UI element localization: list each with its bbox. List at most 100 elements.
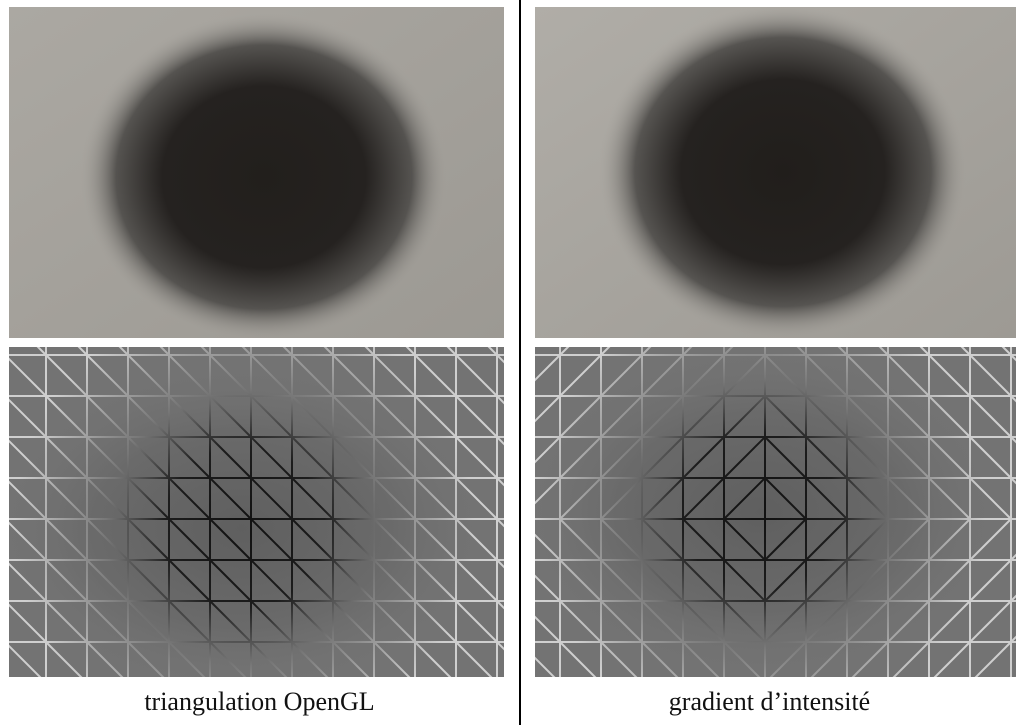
mesh-edge bbox=[682, 395, 725, 438]
mesh-edge bbox=[86, 354, 129, 397]
mesh-edge bbox=[496, 436, 504, 446]
mesh-edge bbox=[641, 600, 684, 643]
mesh-edge bbox=[878, 347, 889, 356]
mesh-edge bbox=[86, 477, 129, 520]
mesh-edge bbox=[535, 533, 561, 561]
mesh-edge bbox=[168, 436, 211, 479]
mesh-edge bbox=[168, 641, 206, 677]
mesh-edge bbox=[496, 641, 504, 651]
mesh-edge bbox=[487, 347, 498, 356]
mesh-edge bbox=[9, 398, 47, 438]
mesh-edge bbox=[414, 559, 457, 602]
mesh-edge bbox=[405, 347, 416, 356]
mesh-edge bbox=[969, 395, 1012, 438]
mesh-edge bbox=[641, 436, 684, 479]
mesh-edge bbox=[45, 559, 88, 602]
mesh-edge bbox=[892, 641, 930, 677]
mesh-edge bbox=[332, 559, 375, 602]
mesh-edge bbox=[764, 354, 807, 397]
mesh-edge bbox=[641, 395, 684, 438]
mesh-edge bbox=[455, 600, 498, 643]
mesh-edge bbox=[682, 600, 725, 643]
mesh-edge bbox=[332, 436, 375, 479]
caption-left: triangulation OpenGL bbox=[144, 687, 375, 716]
mesh-edge bbox=[535, 615, 561, 643]
mesh-edge bbox=[805, 477, 848, 520]
mesh-edge bbox=[127, 477, 170, 520]
mesh-edge bbox=[887, 477, 930, 520]
mesh-edge bbox=[209, 600, 252, 643]
mesh-edge bbox=[559, 395, 602, 438]
mesh-edge bbox=[414, 477, 457, 520]
mesh-edge bbox=[291, 436, 334, 479]
mesh-edge bbox=[496, 559, 504, 569]
mesh-edge bbox=[77, 347, 88, 356]
mesh-edge bbox=[496, 600, 504, 610]
mesh-edge bbox=[535, 436, 561, 464]
mesh-edge bbox=[559, 518, 602, 561]
mesh-edge bbox=[332, 518, 375, 561]
mesh-gradient-triangulation bbox=[535, 347, 1016, 677]
mesh-edge bbox=[928, 354, 971, 397]
blurred-spot-image-right bbox=[535, 7, 1016, 338]
mesh-edge bbox=[887, 395, 930, 438]
mesh-edge bbox=[9, 357, 47, 397]
blurred-spot-image-left bbox=[9, 7, 504, 338]
mesh-edge bbox=[723, 600, 766, 643]
mesh-edge bbox=[960, 347, 971, 356]
mesh-edge bbox=[45, 600, 88, 643]
mesh-edge bbox=[764, 436, 807, 479]
mesh-edge bbox=[127, 354, 170, 397]
mesh-edge bbox=[1001, 347, 1012, 356]
mesh-edge bbox=[559, 641, 597, 677]
mesh-edge bbox=[414, 641, 452, 677]
mesh-edge bbox=[241, 347, 252, 356]
mesh-edge bbox=[600, 347, 611, 356]
mesh-edge bbox=[373, 477, 416, 520]
mesh-edge bbox=[45, 477, 88, 520]
mesh-edge bbox=[846, 354, 889, 397]
mesh-edge bbox=[887, 354, 930, 397]
mesh-edge bbox=[250, 600, 293, 643]
mesh-edge bbox=[723, 395, 766, 438]
mesh-edge bbox=[805, 436, 848, 479]
mesh-edge bbox=[332, 395, 375, 438]
mesh-edge bbox=[323, 347, 334, 356]
mesh-edge bbox=[682, 436, 725, 479]
mesh-edge bbox=[928, 477, 971, 520]
mesh-edge bbox=[9, 480, 47, 520]
mesh-edge bbox=[159, 347, 170, 356]
mesh-edge bbox=[846, 600, 889, 643]
mesh-edge bbox=[209, 641, 247, 677]
mesh-edge bbox=[641, 559, 684, 602]
mesh-edge bbox=[974, 641, 1012, 677]
mesh-edge bbox=[455, 477, 498, 520]
mesh-edge bbox=[36, 347, 47, 356]
mesh-edge bbox=[9, 439, 47, 479]
mesh-edge bbox=[559, 347, 570, 356]
mesh-edge bbox=[535, 656, 556, 677]
mesh-edge bbox=[414, 600, 457, 643]
mesh-edge bbox=[291, 600, 334, 643]
mesh-edge bbox=[969, 559, 1012, 602]
mesh-edge bbox=[414, 436, 457, 479]
mesh-edge bbox=[250, 436, 293, 479]
mesh-edge bbox=[332, 354, 375, 397]
mesh-edge bbox=[373, 600, 416, 643]
mesh-edge bbox=[291, 559, 334, 602]
mesh-edge bbox=[86, 518, 129, 561]
mesh-edge bbox=[209, 477, 252, 520]
mesh-edge bbox=[969, 436, 1012, 479]
mesh-edge bbox=[373, 395, 416, 438]
mesh-edge bbox=[127, 641, 165, 677]
mesh-edge bbox=[86, 436, 129, 479]
mesh-edge bbox=[455, 354, 498, 397]
mesh-edge bbox=[969, 518, 1012, 561]
mesh-edge bbox=[496, 395, 504, 405]
mesh-edge bbox=[168, 395, 211, 438]
mesh-edge bbox=[723, 641, 761, 677]
mesh-edge bbox=[291, 354, 334, 397]
mesh-edge bbox=[810, 641, 848, 677]
mesh-edge bbox=[600, 436, 643, 479]
mesh-edge bbox=[928, 436, 971, 479]
